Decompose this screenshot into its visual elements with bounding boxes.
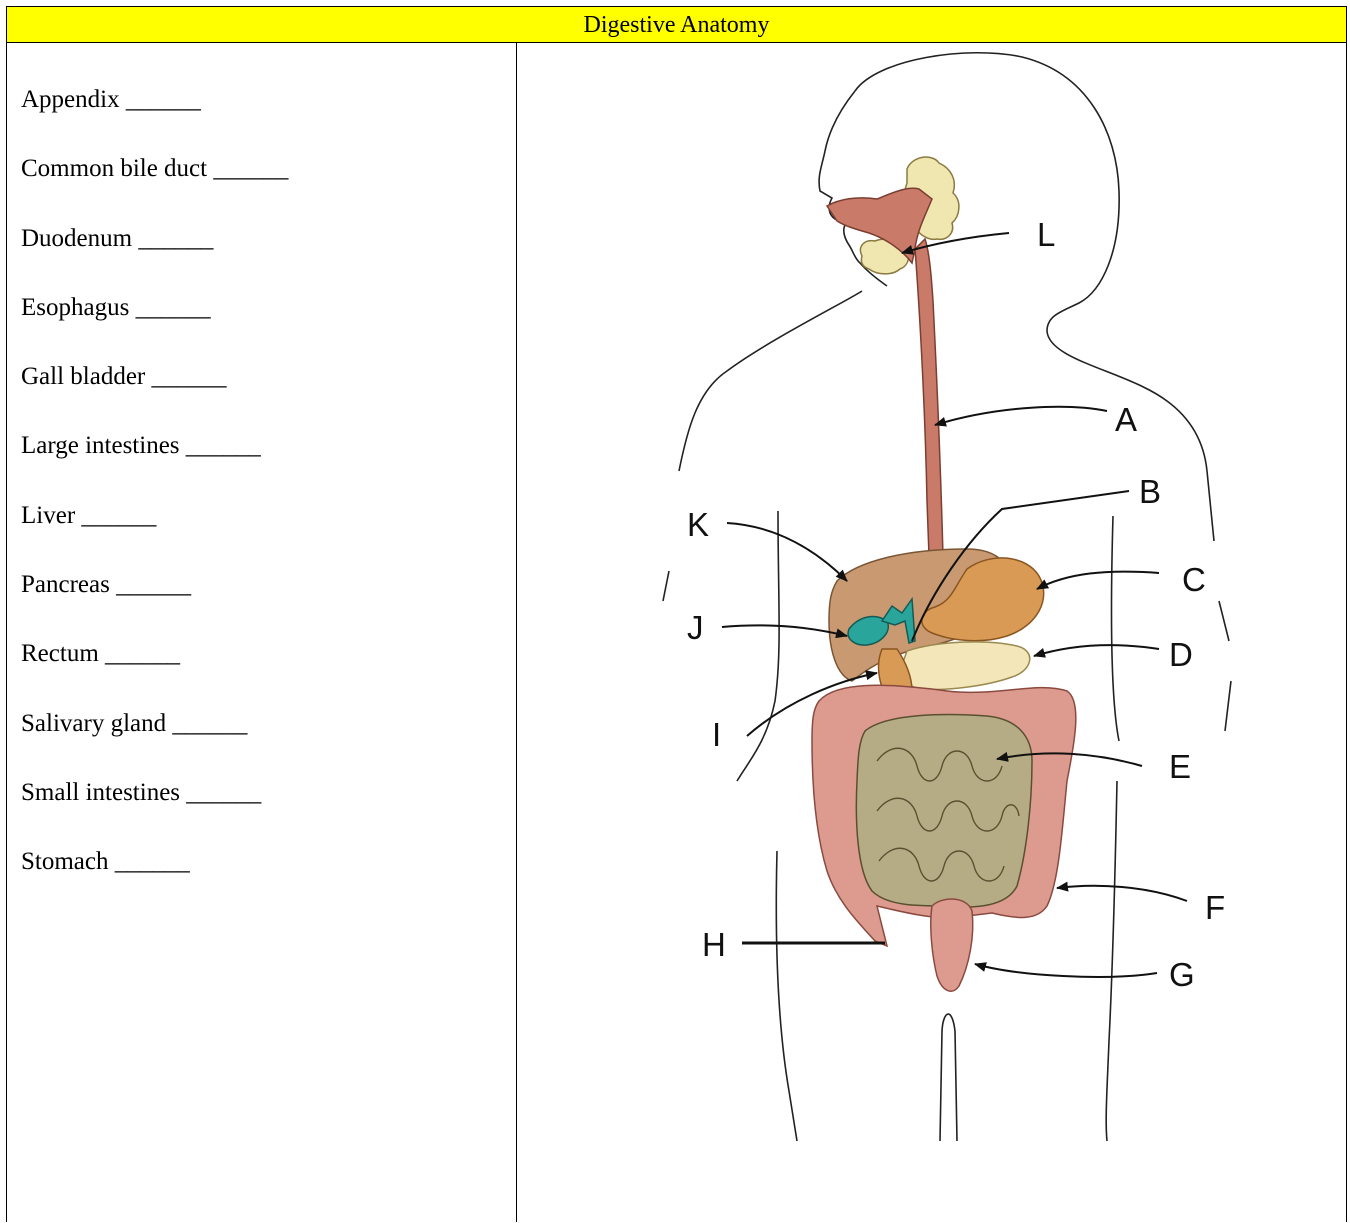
page-title: Digestive Anatomy [7,7,1346,43]
term-large-intestines: Large intestines ______ [21,431,516,500]
worksheet: Digestive Anatomy Appendix ______ Common… [6,6,1347,1222]
diagram-column: L A B C D E F G H I J K [517,43,1346,1222]
label-h: H [702,926,726,963]
label-e: E [1169,748,1191,785]
term-duodenum: Duodenum ______ [21,224,516,293]
label-i: I [712,716,721,753]
term-liver: Liver ______ [21,501,516,570]
label-c: C [1182,561,1206,598]
term-appendix: Appendix ______ [21,85,516,154]
label-d: D [1169,636,1193,673]
label-j: J [687,609,704,646]
term-common-bile-duct: Common bile duct ______ [21,154,516,223]
rectum [931,899,973,991]
term-esophagus: Esophagus ______ [21,293,516,362]
label-k: K [687,506,709,543]
digestive-system-diagram: L A B C D E F G H I J K [517,43,1347,1223]
term-gall-bladder: Gall bladder ______ [21,362,516,431]
label-f: F [1205,889,1225,926]
label-g: G [1169,956,1195,993]
term-stomach: Stomach ______ [21,847,516,916]
label-a: A [1115,401,1137,438]
term-list: Appendix ______ Common bile duct ______ … [7,43,516,917]
label-b: B [1139,473,1161,510]
term-salivary-gland: Salivary gland ______ [21,709,516,778]
term-small-intestines: Small intestines ______ [21,778,516,847]
term-pancreas: Pancreas ______ [21,570,516,639]
label-l: L [1037,216,1055,253]
pancreas [901,642,1030,690]
terms-column: Appendix ______ Common bile duct ______ … [7,43,517,1222]
term-rectum: Rectum ______ [21,639,516,708]
